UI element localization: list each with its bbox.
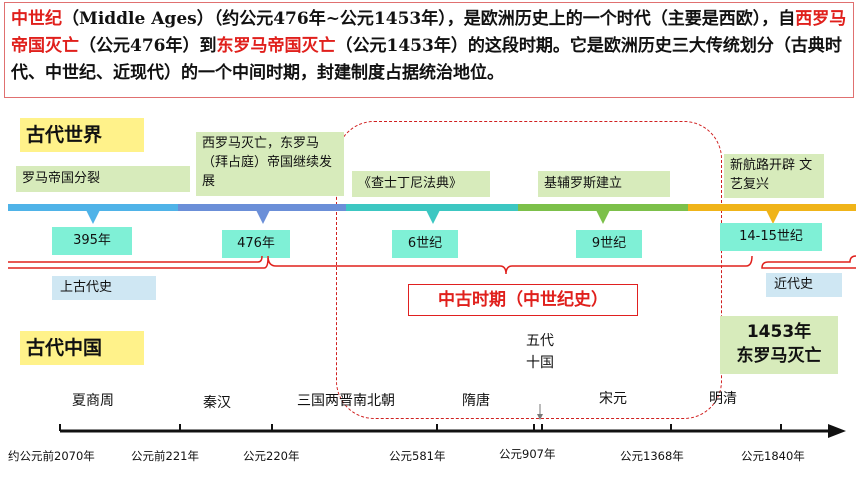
date-907ad: 公元907年 bbox=[499, 447, 556, 461]
date-6th-century: 6世纪 bbox=[392, 230, 458, 258]
ancient-world-title: 古代世界 bbox=[20, 118, 144, 152]
date-395: 395年 bbox=[52, 227, 132, 255]
period-five-dynasties: 五代 bbox=[526, 333, 554, 349]
period-xia-shang-zhou: 夏商周 bbox=[72, 393, 114, 409]
event-new-routes-renaissance: 新航路开辟 文艺复兴 bbox=[724, 154, 824, 198]
ancient-china-title: 古代中国 bbox=[20, 331, 144, 365]
era-ancient-label: 上古代史 bbox=[52, 276, 156, 300]
china-axis-arrowhead bbox=[828, 424, 846, 438]
event-west-rome-fall: 西罗马灭亡，东罗马（拜占庭）帝国继续发展 bbox=[196, 132, 344, 196]
event-justinian-code: 《查士丁尼法典》 bbox=[352, 171, 490, 197]
period-song-yuan: 宋元 bbox=[599, 391, 627, 407]
east-rome-fall-year: 1453年 bbox=[746, 322, 812, 342]
period-ten-kingdoms: 十国 bbox=[526, 355, 554, 371]
china-timeline-axis bbox=[59, 424, 846, 438]
event-roman-split: 罗马帝国分裂 bbox=[16, 166, 190, 192]
timeline-segment-4 bbox=[518, 204, 688, 211]
era-brackets bbox=[8, 255, 857, 275]
timeline-segment-5 bbox=[688, 204, 856, 211]
ancient-era-bracket bbox=[8, 255, 263, 263]
era-medieval-label: 中古时期（中世纪史） bbox=[408, 284, 638, 316]
date-9th-century: 9世纪 bbox=[576, 230, 642, 258]
date-581ad: 公元581年 bbox=[389, 449, 446, 463]
east-rome-fall-box: 1453年 东罗马灭亡 bbox=[720, 316, 838, 374]
modern-era-bracket bbox=[761, 255, 857, 269]
east-rome-fall-name: 东罗马灭亡 bbox=[736, 346, 822, 366]
date-1840ad: 公元1840年 bbox=[741, 449, 805, 463]
date-221bc: 公元前221年 bbox=[131, 449, 199, 463]
date-2070bc: 约公元前2070年 bbox=[8, 449, 95, 463]
intro-text-1: （Middle Ages）（约公元476年~公元1453年），是欧洲历史上的一个… bbox=[62, 9, 796, 29]
period-ming-qing: 明清 bbox=[709, 391, 737, 407]
intro-paragraph: 中世纪（Middle Ages）（约公元476年~公元1453年），是欧洲历史上… bbox=[4, 2, 854, 98]
date-1368ad: 公元1368年 bbox=[620, 449, 684, 463]
date-14-15th-century: 14-15世纪 bbox=[720, 223, 822, 251]
marker-395 bbox=[86, 210, 100, 224]
intro-term: 中世纪 bbox=[11, 9, 62, 29]
medieval-era-bracket bbox=[267, 255, 753, 275]
five-dynasties-pointer bbox=[537, 404, 543, 420]
timeline-segment-2 bbox=[178, 204, 346, 211]
intro-text-3: （公元1453年）的这段时期。它是欧洲历史三大传统划分（古典时代、中世纪、近现代… bbox=[11, 36, 842, 83]
period-three-kingdoms: 三国两晋南北朝 bbox=[297, 393, 395, 409]
date-220ad: 公元220年 bbox=[243, 449, 300, 463]
era-modern-label: 近代史 bbox=[766, 273, 842, 297]
medieval-region-outline bbox=[336, 121, 722, 419]
intro-west-rome: 西罗马帝国灭亡 bbox=[11, 9, 847, 56]
ancient-era-bracket-inner bbox=[8, 257, 269, 269]
timeline-segment-3 bbox=[346, 204, 518, 211]
period-sui-tang: 隋唐 bbox=[462, 393, 490, 409]
world-timeline-bar bbox=[8, 204, 856, 224]
marker-9c bbox=[596, 210, 610, 224]
event-kievan-rus: 基辅罗斯建立 bbox=[538, 171, 670, 197]
marker-14-15c bbox=[766, 210, 780, 224]
date-476: 476年 bbox=[222, 230, 290, 258]
period-qin-han: 秦汉 bbox=[203, 395, 231, 411]
marker-476 bbox=[256, 210, 270, 224]
intro-east-rome: 东罗马帝国灭亡 bbox=[216, 36, 336, 56]
timeline-segment-1 bbox=[8, 204, 178, 211]
intro-text-2: （公元476年）到 bbox=[79, 36, 217, 56]
marker-6c bbox=[426, 210, 440, 224]
